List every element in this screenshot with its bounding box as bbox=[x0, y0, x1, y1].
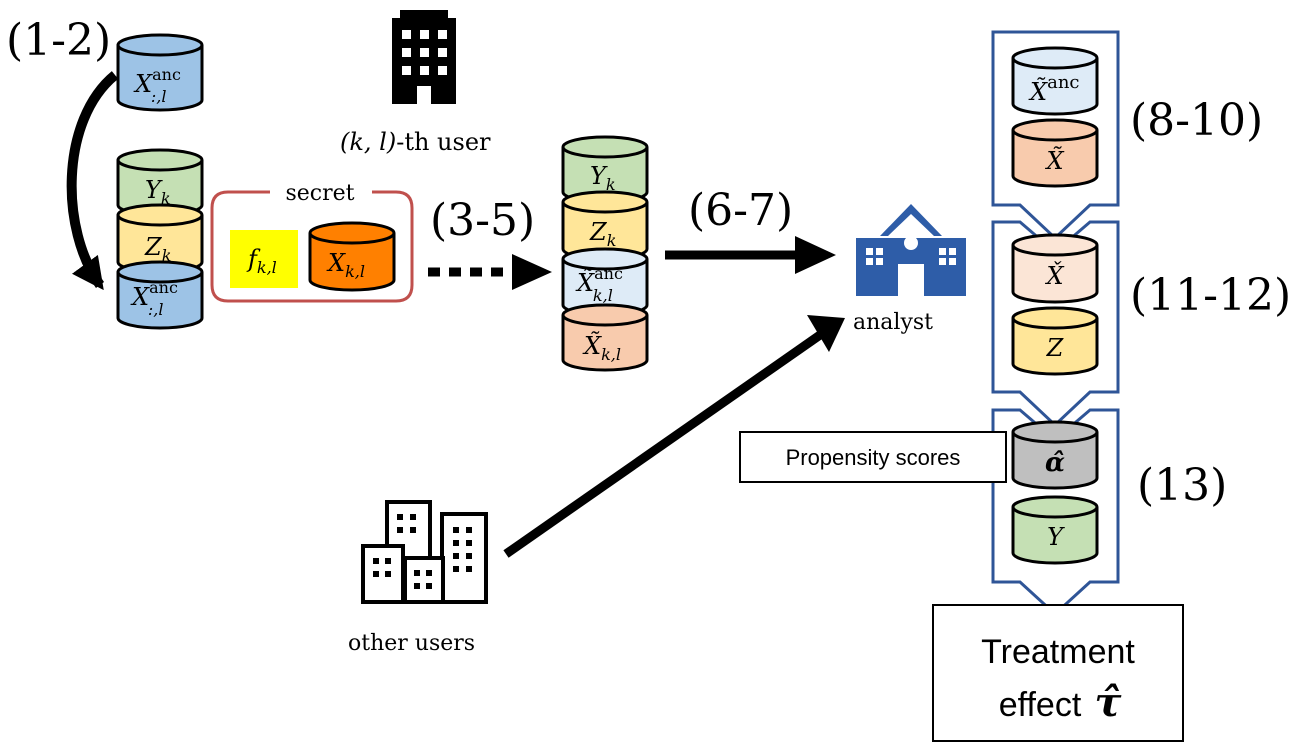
cylinder-y-k-left: Yk bbox=[116, 148, 204, 217]
tau-hat-label: τ̂ bbox=[1095, 679, 1122, 726]
arrow-other-users-head bbox=[807, 315, 845, 352]
z-k-mid-label: Zk bbox=[589, 218, 616, 250]
dashed-arrow-head bbox=[512, 254, 552, 290]
y-k-mid-label: Yk bbox=[590, 162, 616, 194]
step-label-6-7: (6-7) bbox=[688, 185, 793, 236]
kl-user-label: (k, l)-th user bbox=[340, 128, 491, 156]
f-kl-box: fk,l bbox=[230, 230, 298, 288]
z-k-left-label: Zk bbox=[144, 233, 171, 265]
propensity-scores-label: Propensity scores bbox=[786, 445, 961, 470]
cylinder-x-tilde-anc: X̃anc bbox=[1011, 46, 1099, 116]
arrow-other-users-to-analyst bbox=[503, 331, 823, 558]
x-anc-bottom-label: Xanc:,l bbox=[130, 278, 178, 319]
treatment-label: Treatment bbox=[981, 633, 1135, 671]
other-users-label: other users bbox=[348, 631, 475, 656]
cylinder-x-anc-top: Xanc:,l bbox=[116, 33, 204, 112]
x-anc-top-label: Xanc:,l bbox=[133, 65, 181, 106]
building-icon bbox=[392, 10, 456, 104]
cylinder-z: Z bbox=[1011, 306, 1099, 376]
pipeline-block-8-10 bbox=[991, 30, 1120, 241]
x-tilde-kl-label: X̃k,l bbox=[582, 332, 621, 364]
cylinder-x-kl: Xk,l bbox=[308, 221, 396, 292]
step-label-13: (13) bbox=[1137, 460, 1227, 511]
cylinder-z-k-mid: Zk bbox=[561, 190, 649, 261]
secret-box: secret bbox=[210, 181, 414, 303]
y-label: Y bbox=[1047, 523, 1065, 551]
cylinder-x-tilde: X̃ bbox=[1011, 118, 1099, 188]
step-label-11-12: (11-12) bbox=[1130, 270, 1291, 321]
cylinder-alpha-hat: α̂ bbox=[1011, 420, 1099, 490]
cylinder-y-k-mid: Yk bbox=[561, 135, 649, 204]
step-label-1-2: (1-2) bbox=[6, 15, 111, 66]
x-check-label: X̌ bbox=[1044, 262, 1064, 290]
treatment-effect-box: Treatment effect τ̂ bbox=[932, 604, 1184, 742]
step-label-3-5: (3-5) bbox=[430, 195, 535, 246]
alpha-hat-label: α̂ bbox=[1045, 448, 1065, 478]
other-users-buildings-icon bbox=[361, 500, 488, 604]
step-label-8-10: (8-10) bbox=[1130, 95, 1263, 146]
cylinder-x-anc-bottom: Xanc:,l bbox=[116, 260, 204, 330]
effect-label: effect bbox=[999, 686, 1082, 724]
z-label: Z bbox=[1046, 334, 1065, 362]
analyst-school-icon bbox=[856, 204, 966, 296]
y-k-left-label: Yk bbox=[145, 176, 171, 208]
analyst-label: analyst bbox=[853, 310, 933, 335]
curved-copy-arrow bbox=[66, 71, 119, 291]
arrow-to-analyst-head bbox=[795, 236, 836, 274]
propensity-scores-box: Propensity scores bbox=[739, 431, 1007, 483]
x-kl-label: Xk,l bbox=[326, 249, 365, 281]
secret-label: secret bbox=[285, 181, 354, 206]
cylinder-x-tilde-kl: X̃k,l bbox=[561, 303, 649, 372]
cylinder-z-k-left: Zk bbox=[116, 203, 204, 274]
cylinder-x-check: X̌ bbox=[1011, 233, 1099, 304]
cylinder-y: Y bbox=[1011, 495, 1099, 565]
x-tilde-label: X̃ bbox=[1044, 147, 1064, 175]
x-tilde-anc-label: X̃anc bbox=[1028, 72, 1080, 106]
